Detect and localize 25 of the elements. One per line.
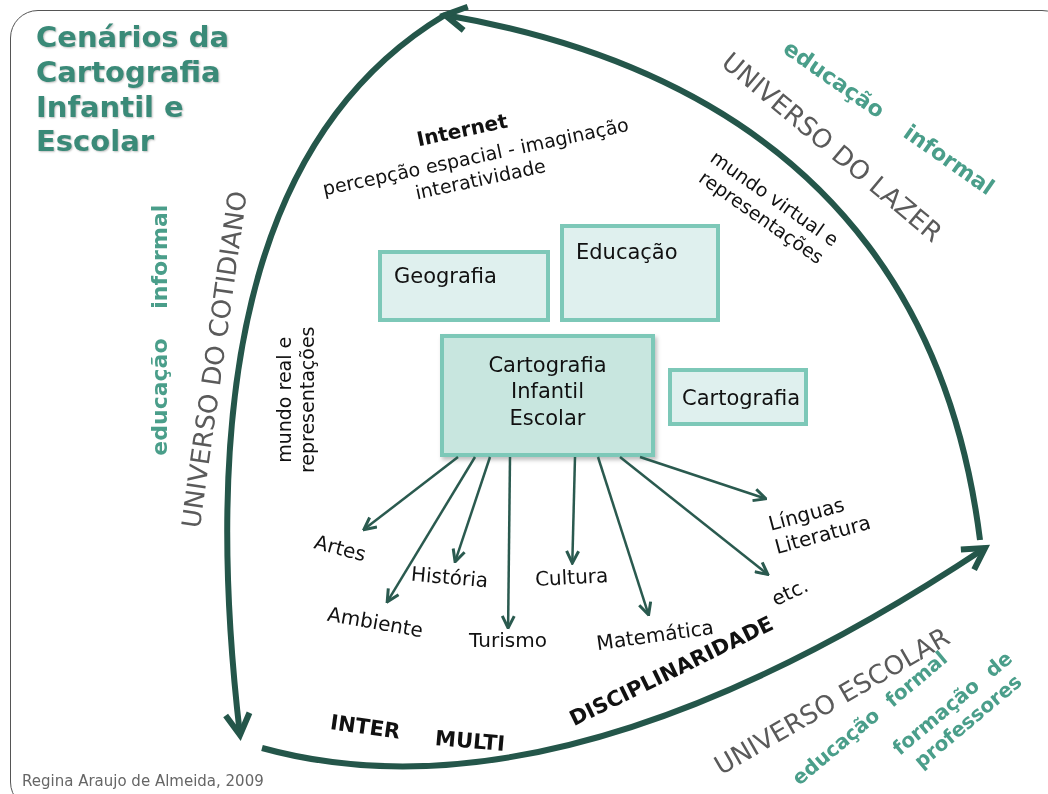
arrow [639,455,768,503]
arrow [619,456,770,576]
topic-label: História [410,561,490,593]
concept-box: Cartografia Infantil Escolar [440,334,655,457]
section-label: MULTI [434,726,506,758]
topic-label: Turismo [469,628,547,652]
arrow [500,457,516,630]
topic-label: Artes [311,529,369,567]
arrow [385,456,477,604]
arrow [565,456,581,565]
title-text: Cenários da Cartografia Infantil e Escolar [36,20,231,160]
topic-label: Ambiente [325,601,425,643]
topic-label: Cultura [534,563,610,591]
concept-box: Educação [560,224,720,322]
note-text: mundo real e representações [273,325,319,476]
arrow [362,456,459,532]
credit-text: Regina Araujo de Almeida, 2009 [22,772,264,790]
concept-box: Cartografia [668,368,808,426]
arrow [596,456,653,617]
section-label: UNIVERSO DO COTIDIANO [175,189,254,531]
section-label: INTER [328,710,402,746]
topic-label: etc. [767,573,813,611]
concept-box: Geografia [378,250,550,322]
arrow [451,456,492,564]
category-label: educação informal [146,204,173,456]
